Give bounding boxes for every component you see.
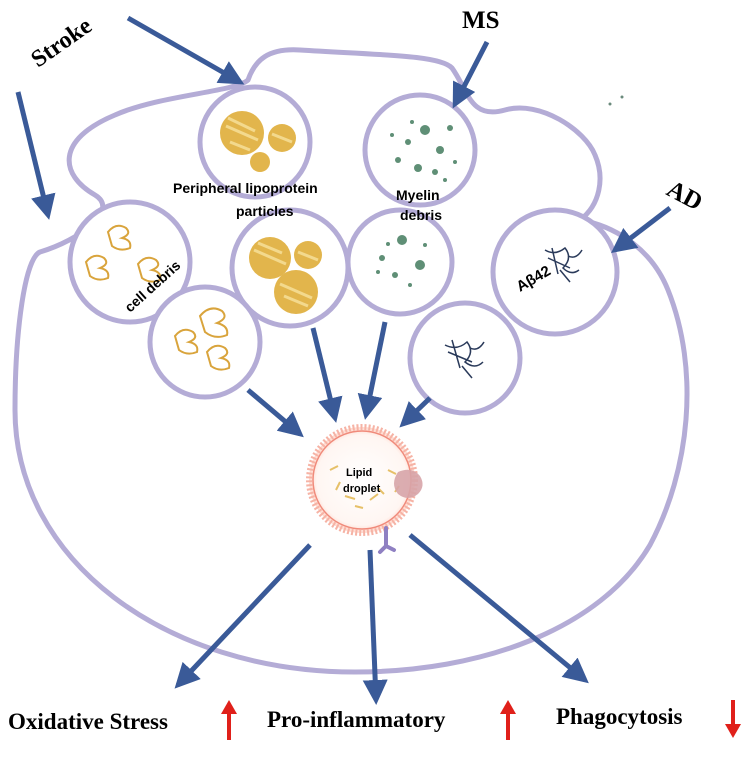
myelin-debris-mid [376,235,427,287]
label-lipid-line1: Lipid [346,467,372,479]
label-myelin-line1: Myelin [396,187,440,203]
arrow-debris-to-droplet [246,388,304,438]
vesicle-abeta-low [407,300,523,416]
arrows [15,15,672,705]
label-myelin-line2: debris [400,207,442,223]
outcome-phagocytosis: Phagocytosis [556,704,683,729]
arrow-stroke-top [126,15,245,85]
label-ms: MS [462,7,500,34]
down-arrow-icon-phagocytosis [725,700,741,738]
up-arrow-icon-oxidative [221,700,237,740]
lipoprotein-particles-mid [249,237,322,314]
outcome-pro-inflammatory: Pro-inflammatory [267,707,446,732]
arrow-myelin-to-droplet [357,321,388,420]
cell-membrane [12,47,690,675]
outcome-oxidative-stress: Oxidative Stress [8,709,168,734]
vesicle-myelin-mid [345,207,455,317]
vesicle-cell-debris-low [147,284,263,400]
up-arrow-icon-proinflammatory [500,700,516,740]
receptor-icon [378,526,396,554]
label-lipoprotein-line1: Peripheral lipoprotein [173,180,318,196]
arrow-to-phagocytosis [408,533,589,684]
label-lipoprotein-line2: particles [236,203,294,219]
cell-debris-shapes-low [173,307,231,371]
arrow-to-oxidative [174,543,312,689]
lipid-droplet [306,424,423,554]
vesicle-cell-debris-left [67,199,193,325]
label-lipid-line2: droplet [343,483,381,495]
arrow-lipo-to-droplet [310,327,343,423]
protein-blob [394,469,423,498]
lipoprotein-particles-top [220,111,296,172]
abeta-fibrils-right [544,246,583,283]
abeta-fibrils-low [444,339,485,379]
cell-debris-shapes-left [84,224,162,283]
label-stroke: Stroke [27,13,98,73]
arrow-stroke-left [15,91,56,220]
myelin-debris-top [390,120,457,182]
stray-dots [608,95,624,106]
arrow-ms [452,40,490,109]
vesicle-abeta-right [490,207,620,337]
arrow-ad [611,206,672,254]
arrow-abeta-to-droplet [399,396,432,428]
vesicle-myelin-top [362,92,478,208]
arrow-to-proinflammatory [362,549,388,705]
